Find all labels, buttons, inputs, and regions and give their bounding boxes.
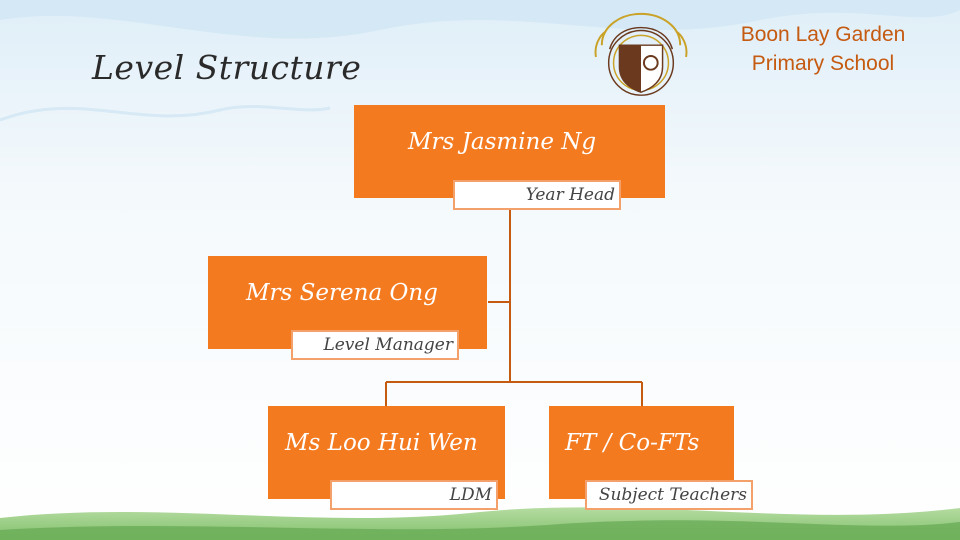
school-name-line-2: Primary School <box>751 52 895 75</box>
year-head-role: Year Head <box>453 180 621 210</box>
form-teachers-role: Subject Teachers <box>585 480 753 510</box>
school-name: Boon Lay Garden Primary School <box>712 20 934 78</box>
form-teachers-name: FT / Co-FTs <box>565 430 700 456</box>
level-manager-role: Level Manager <box>291 330 459 360</box>
ldm-role: LDM <box>330 480 498 510</box>
ldm-name: Ms Loo Hui Wen <box>285 430 478 456</box>
slide-title: Level Structure <box>92 48 362 87</box>
school-crest-icon <box>594 12 688 96</box>
level-manager-name: Mrs Serena Ong <box>246 280 438 306</box>
school-name-line-1: Boon Lay Garden <box>740 23 906 46</box>
year-head-name: Mrs Jasmine Ng <box>408 129 597 155</box>
